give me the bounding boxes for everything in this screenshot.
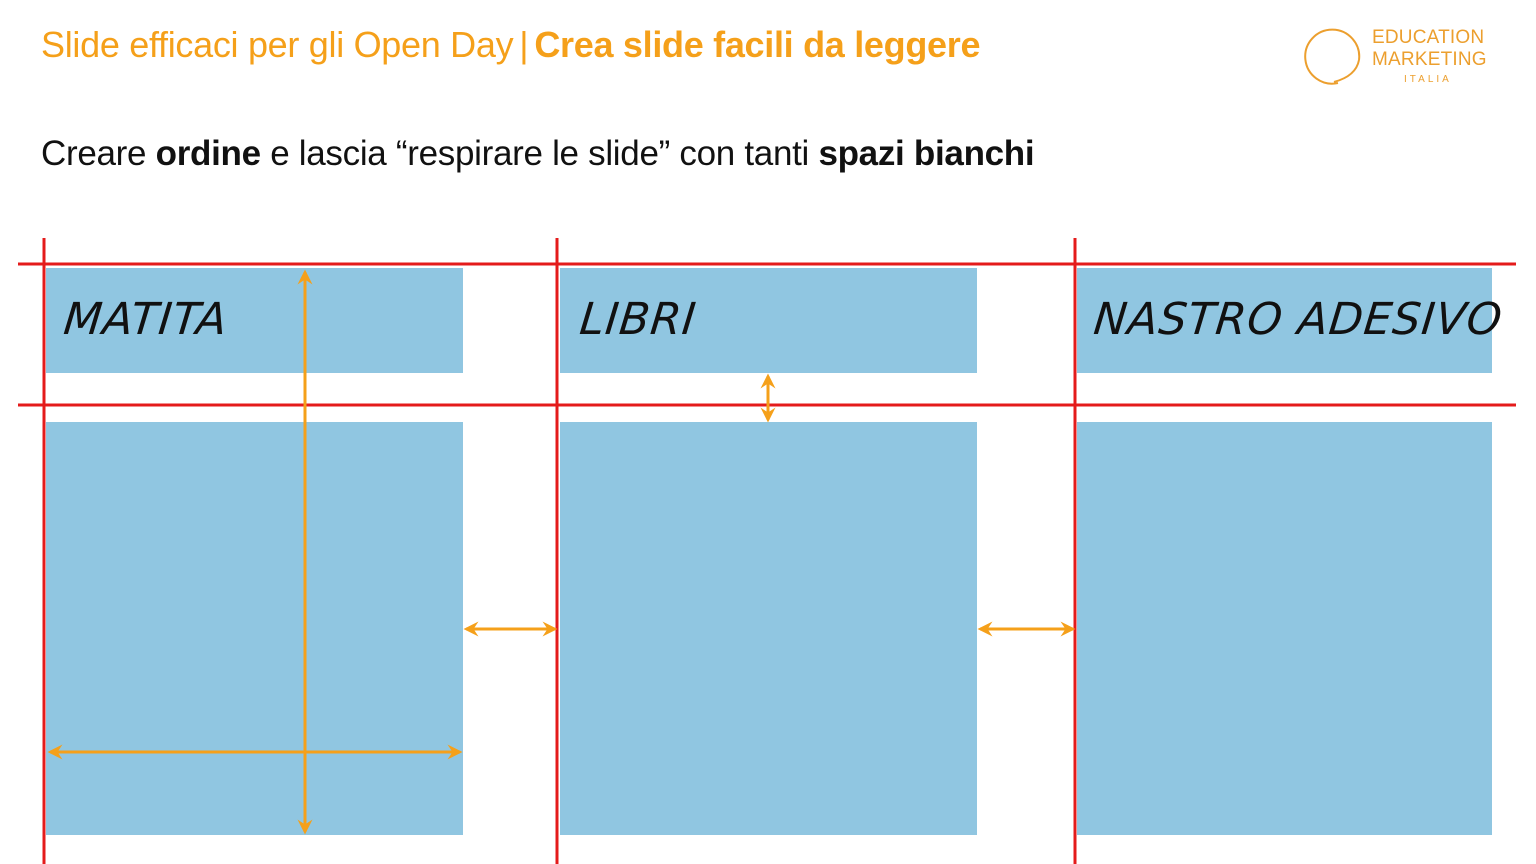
content-box-libri bbox=[560, 422, 977, 835]
circle-ring-icon bbox=[1304, 28, 1361, 85]
red-grid-guides bbox=[18, 238, 1516, 864]
title-section: Slide efficaci per gli Open Day bbox=[41, 24, 514, 65]
logo-line-italia: ITALIA bbox=[1404, 74, 1452, 85]
slide-subtitle: Creare ordine e lascia “respirare le sli… bbox=[41, 134, 1035, 174]
logo-line-education: EDUCATION bbox=[1372, 27, 1485, 48]
title-topic: Crea slide facili da leggere bbox=[534, 24, 981, 65]
subtitle-part: e lascia “respirare le slide” con tanti bbox=[260, 134, 819, 173]
header-box-matita bbox=[46, 268, 463, 373]
logo-line-marketing: MARKETING bbox=[1372, 49, 1487, 70]
content-box-matita bbox=[46, 422, 463, 835]
subtitle-emphasis-ordine: ordine bbox=[155, 134, 261, 173]
slide-title: Slide efficaci per gli Open Day|Crea sli… bbox=[41, 24, 980, 66]
subtitle-emphasis-spazi-bianchi: spazi bianchi bbox=[818, 134, 1035, 173]
content-box-nastro-adesivo bbox=[1077, 422, 1492, 835]
title-separator: | bbox=[519, 24, 529, 65]
header-box-libri bbox=[560, 268, 977, 373]
education-marketing-logo: EDUCATION MARKETING ITALIA bbox=[1304, 26, 1504, 90]
logo-wordmark: EDUCATION MARKETING bbox=[1372, 27, 1487, 71]
subtitle-part: Creare bbox=[41, 134, 156, 173]
header-box-nastro-adesivo bbox=[1077, 268, 1492, 373]
